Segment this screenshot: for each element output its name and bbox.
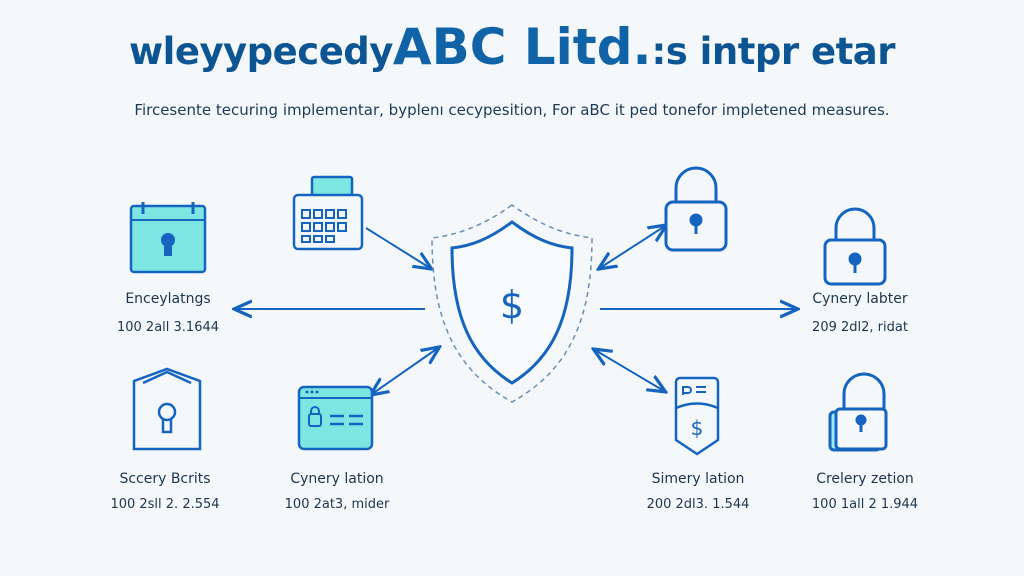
arrow-top-left xyxy=(365,227,430,268)
item-label-4: Cynery lation xyxy=(290,471,384,487)
arrow-bottom-left xyxy=(372,348,438,394)
svg-text:$: $ xyxy=(500,283,524,327)
arrow-top-right xyxy=(600,226,665,268)
shield-document-icon: $ xyxy=(674,376,720,456)
house-keyhole-icon xyxy=(132,367,202,451)
item-label-5: Simery lation xyxy=(651,471,745,487)
item-label-2: Cynery labter xyxy=(812,291,908,307)
svg-text:$: $ xyxy=(691,416,704,440)
item-value-2: 209 2dl2, ridat xyxy=(812,320,908,335)
item-value-3: 100 2sll 2. 2.554 xyxy=(110,497,220,512)
padlock-bottom-icon xyxy=(828,372,888,452)
calendar-lock-icon xyxy=(129,202,207,274)
item-value-6: 100 1all 2 1.944 xyxy=(811,497,919,512)
item-value-4: 100 2at3, mider xyxy=(284,497,390,512)
subtitle: Fircesente tecuring implementar, byplenı… xyxy=(134,101,890,119)
title-company: ABC Litd. xyxy=(392,18,652,76)
padlock-top-icon xyxy=(664,166,728,252)
shield-dollar-icon: $ xyxy=(431,204,593,403)
item-label-6: Crelery zetion xyxy=(816,471,914,487)
browser-lock-icon xyxy=(297,385,374,451)
page-title: wleyypecedyABC Litd.:s intpr etar xyxy=(0,18,1024,76)
title-part-1: wleyypecedy xyxy=(128,30,393,73)
item-value-1: 100 2all 3.1644 xyxy=(116,320,220,335)
item-value-5: 200 2dl3. 1.544 xyxy=(646,497,750,512)
padlock-right-icon xyxy=(823,207,887,286)
item-label-3: Sccery Bcrits xyxy=(119,471,211,487)
title-part-3: :s intpr etar xyxy=(651,30,896,73)
arrow-bottom-right xyxy=(595,350,664,391)
item-label-1: Enceylatngs xyxy=(125,291,211,307)
keypad-device-icon xyxy=(292,175,364,251)
